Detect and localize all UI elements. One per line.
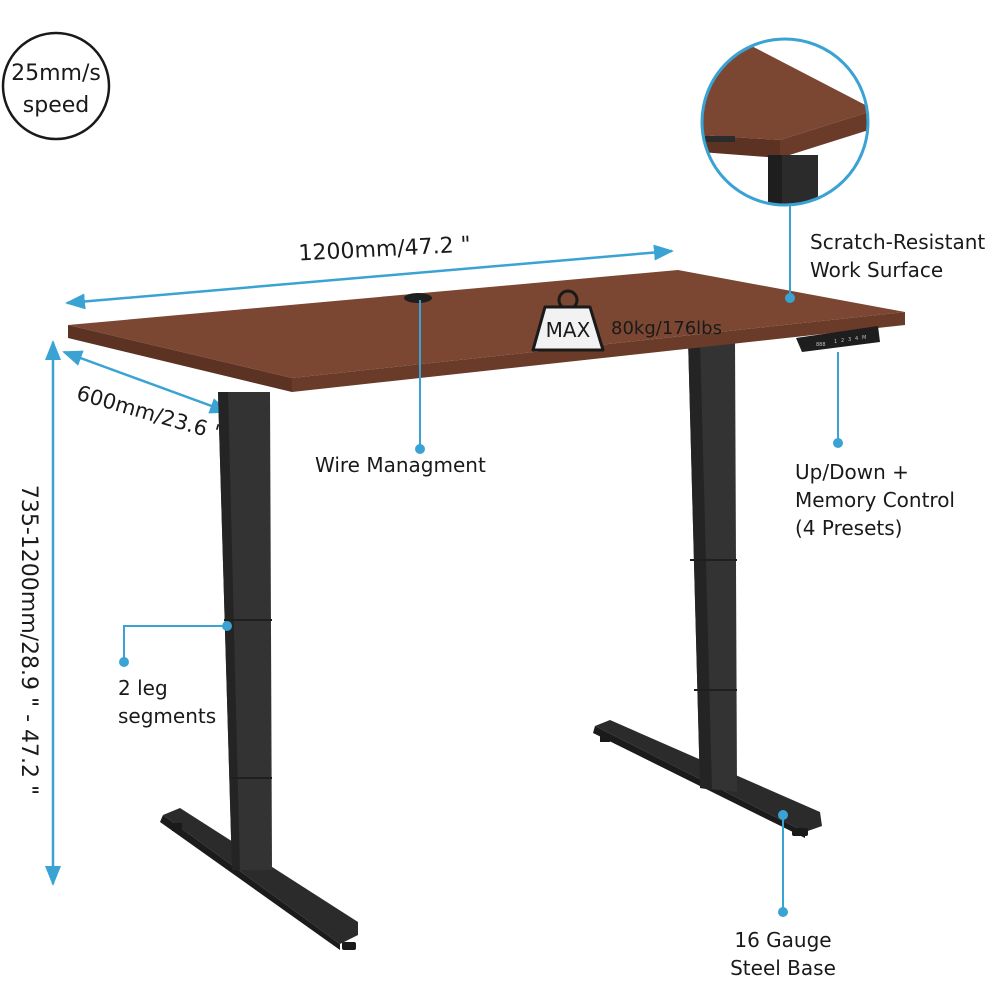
control-panel-button-3: 3 — [848, 337, 851, 343]
speed-badge-circle — [1, 31, 111, 141]
max-load: MAX 80kg/176lbs — [531, 289, 722, 352]
control-panel-display: 888 — [816, 342, 826, 348]
control-panel-button-4: 4 — [855, 336, 858, 342]
callout-dot — [415, 444, 425, 454]
control-panel-button-memory: M — [862, 335, 866, 341]
callout-dot — [833, 438, 843, 448]
control-panel-button-2: 2 — [841, 338, 844, 344]
desk-top-front-edge — [68, 325, 292, 392]
callout-dot — [785, 293, 795, 303]
speed-badge-line1: 25mm/s — [11, 61, 101, 86]
callout-control-line1: Up/Down + — [795, 460, 909, 484]
callout-legs-line1: 2 leg — [118, 676, 168, 700]
left-foot-pad-back — [172, 823, 182, 831]
height-label: 735-1200mm/28.9 " - 47.2 " — [16, 485, 41, 795]
callout-surface-line2: Work Surface — [810, 258, 943, 282]
left-foot — [163, 808, 358, 944]
callout-wire-label: Wire Managment — [315, 453, 486, 477]
callout-legs: 2 leg segments — [118, 621, 232, 728]
callout-control: Up/Down + Memory Control (4 Presets) — [795, 352, 955, 540]
callout-legs-line2: segments — [118, 704, 216, 728]
zoom-inset-border — [700, 37, 870, 207]
callout-wire: Wire Managment — [315, 300, 486, 477]
callout-base: 16 Gauge Steel Base — [730, 810, 836, 980]
speed-badge: 25mm/s speed — [1, 31, 111, 141]
control-panel-button-1: 1 — [834, 339, 837, 345]
width-label: 1200mm/47.2 " — [298, 233, 471, 267]
grommet-hole — [404, 293, 432, 303]
desk-top — [68, 270, 905, 392]
weight-icon — [531, 305, 605, 352]
callout-base-line1: 16 Gauge — [734, 928, 831, 952]
weight-icon-label: MAX — [546, 318, 591, 342]
width-arrow — [65, 244, 674, 310]
callout-control-line3: (4 Presets) — [795, 516, 902, 540]
depth-arrow — [62, 350, 230, 414]
control-panel: 888 1 2 3 4 M — [796, 326, 880, 352]
desk-frame — [160, 338, 822, 950]
callout-surface: Scratch-Resistant Work Surface — [785, 205, 985, 303]
callout-dot — [119, 657, 129, 667]
left-foot-pad-front — [342, 942, 356, 950]
max-load-value: 80kg/176lbs — [611, 318, 722, 339]
desk-top-surface — [68, 270, 905, 378]
callout-dot — [778, 907, 788, 917]
speed-badge-line2: speed — [23, 93, 89, 118]
height-dimension: 735-1200mm/28.9 " - 47.2 " — [16, 340, 61, 886]
callout-surface-line1: Scratch-Resistant — [810, 230, 985, 254]
callout-control-line2: Memory Control — [795, 488, 955, 512]
surface-zoom-inset — [700, 37, 870, 207]
control-panel-body — [796, 326, 880, 352]
callout-base-line2: Steel Base — [730, 956, 836, 980]
depth-label: 600mm/23.6 " — [74, 381, 226, 446]
desk-top-side-edge — [292, 312, 905, 392]
